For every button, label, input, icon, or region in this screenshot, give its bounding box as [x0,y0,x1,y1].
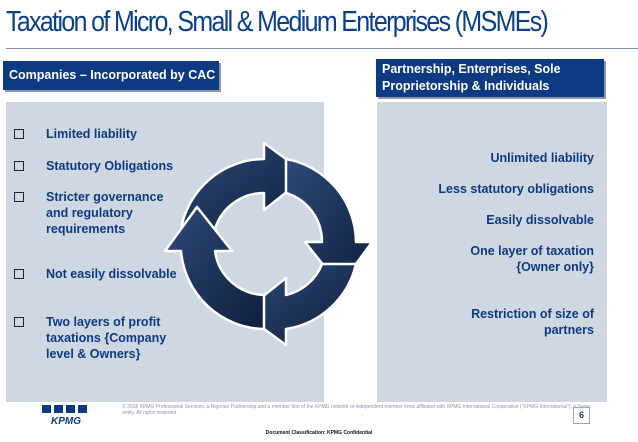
left-item-label: Limited liability [46,127,137,141]
checkbox-icon [14,269,24,279]
left-item-label: Statutory Obligations [46,159,174,173]
kpmg-logo-text: KPMG [51,416,81,427]
page-number: 6 [573,407,590,424]
document-classification: Document Classification: KPMG Confidenti… [265,430,373,436]
companies-header: Companies – Incorporated by CAC [3,61,219,90]
partnership-header-text: Partnership, Enterprises, Sole Proprieto… [382,62,561,93]
copyright-note: © 2018 KPMG Professional Services, a Nig… [122,404,591,416]
checkbox-icon [14,192,24,202]
page-title: Taxation of Micro, Small & Medium Enterp… [6,6,549,38]
right-list-item: Restriction of size of partners [471,307,594,337]
right-list-item: Easily dissolvable [486,213,594,227]
left-list-item: Stricter governance and regulatory requi… [14,189,163,237]
checkbox-icon [14,317,24,327]
checkbox-icon [14,161,24,171]
left-item-label: Not easily dissolvable [46,267,177,281]
right-panel [377,102,607,402]
cycle-arrows-diagram [163,141,374,347]
partnership-header: Partnership, Enterprises, Sole Proprieto… [376,59,604,97]
left-list-item: Statutory Obligations [14,158,173,174]
left-item-label: Stricter governance and regulatory requi… [46,190,164,236]
left-list-item: Two layers of profit taxations {Company … [14,314,166,362]
cycle-arrow-left-icon [163,205,266,331]
left-list-item: Limited liability [14,126,137,142]
right-list-item: Less statutory obligations [438,182,594,196]
right-list-item: One layer of taxation {Owner only} [470,244,594,274]
left-list-item: Not easily dissolvable [14,266,177,282]
cycle-arrow-bottom-icon [240,262,358,347]
left-item-label: Two layers of profit taxations {Company … [46,315,167,361]
title-divider [6,48,638,49]
checkbox-icon [14,129,24,139]
cycle-arrow-top-icon [179,141,310,231]
kpmg-logo: KPMG [42,405,87,427]
cycle-arrow-right-icon [284,157,374,288]
right-list-item: Unlimited liability [490,151,595,165]
